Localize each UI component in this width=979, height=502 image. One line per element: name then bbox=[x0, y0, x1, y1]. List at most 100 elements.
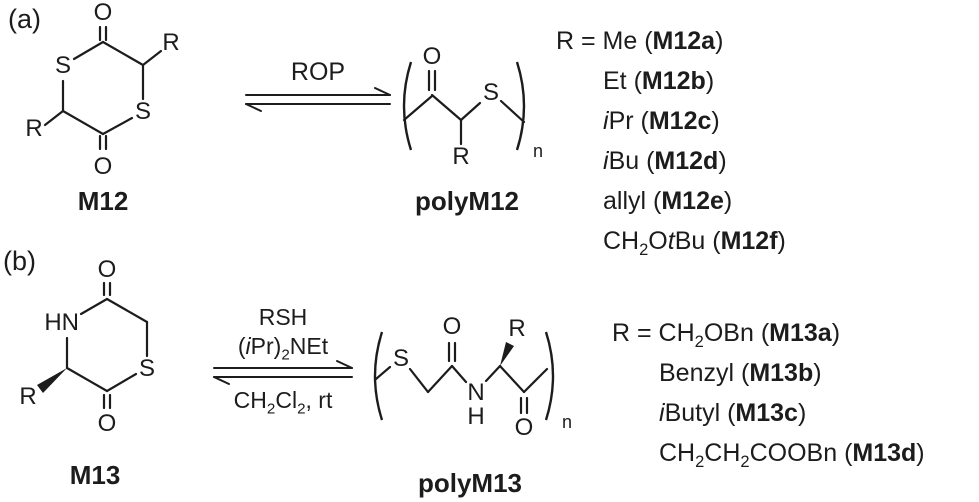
atom-label-o: O bbox=[94, 0, 113, 26]
r-group-item: Benzyl (M13b) bbox=[612, 358, 925, 398]
atom-label-s: S bbox=[135, 98, 151, 125]
r-group-item: iButyl (M13c) bbox=[612, 398, 925, 438]
r-seg: NEt bbox=[289, 333, 329, 359]
r-group-item: R = Me (M12a) bbox=[556, 26, 786, 66]
r-seg: , rt bbox=[305, 387, 333, 413]
compound-code: M12e bbox=[661, 187, 724, 215]
r-sub: 2 bbox=[297, 400, 306, 418]
r-seg: Butyl ( bbox=[664, 399, 736, 427]
r-seg: CH bbox=[603, 227, 640, 255]
bond bbox=[522, 367, 549, 394]
conditions-below-arrow: CH2Cl2, rt bbox=[212, 386, 354, 424]
repeat-bracket-close bbox=[515, 61, 526, 151]
r-seg: Me ( bbox=[602, 27, 653, 55]
compound-code: M12a bbox=[652, 27, 716, 55]
r-seg: ) bbox=[723, 187, 733, 215]
equilibrium-arrows-b bbox=[213, 360, 353, 385]
r-seg: CH bbox=[704, 439, 741, 467]
atom-label-n: N bbox=[467, 379, 484, 406]
r-group-item: iBu (M12d) bbox=[556, 146, 786, 186]
bond bbox=[72, 40, 105, 61]
arrow-head bbox=[374, 87, 391, 96]
substituent-label-r: R bbox=[508, 315, 525, 342]
r-seg: ) bbox=[711, 107, 720, 135]
conditions-above-arrow: RSH (iPr)2NEt bbox=[212, 303, 354, 370]
polym13-structure: S O N H R O n polyM13 bbox=[373, 313, 572, 498]
r-group-item: CH2CH2COOBn (M13d) bbox=[612, 438, 925, 478]
substituent-label-r: R bbox=[19, 383, 36, 410]
r-group-list-b: R = CH2OBn (M13a) Benzyl (M13b) iButyl (… bbox=[612, 318, 925, 478]
bond bbox=[43, 109, 65, 127]
r-sub: 2 bbox=[740, 453, 750, 471]
m12-monomer-structure: S S O O R R M12 bbox=[25, 0, 179, 216]
r-seg: ) bbox=[831, 319, 841, 347]
compound-code: M12d bbox=[654, 147, 719, 175]
substituent-label-r: R bbox=[25, 115, 42, 142]
repeat-subscript-n: n bbox=[562, 412, 572, 432]
reagent-line-base: (iPr)2NEt bbox=[212, 332, 354, 370]
bond bbox=[484, 364, 502, 383]
r-seg: ( bbox=[237, 333, 246, 359]
atom-label-s: S bbox=[393, 345, 409, 372]
substituent-label-r: R bbox=[452, 143, 469, 170]
bond bbox=[374, 365, 392, 381]
r-seg: Et ( bbox=[603, 67, 642, 95]
bond bbox=[450, 364, 468, 384]
compound-code: M13a bbox=[769, 319, 832, 347]
stereo-wedge-bond bbox=[500, 342, 514, 366]
bond bbox=[79, 297, 109, 316]
compound-code: M12c bbox=[648, 107, 712, 135]
r-seg: ) bbox=[718, 147, 727, 175]
r-group-item: iPr (M12c) bbox=[556, 106, 786, 146]
r-sub: 2 bbox=[695, 453, 705, 471]
rop-arrow-label: ROP bbox=[290, 58, 346, 86]
compound-code: M13c bbox=[735, 399, 798, 427]
bond bbox=[402, 94, 434, 122]
r-italic: i bbox=[603, 107, 609, 135]
m13-monomer-structure: HN S O O R M13 bbox=[19, 256, 155, 490]
bond bbox=[105, 297, 149, 324]
bond bbox=[101, 40, 145, 67]
r-group-item: R = CH2OBn (M13a) bbox=[612, 318, 925, 358]
repeat-bracket-open bbox=[373, 331, 384, 421]
atom-label-h: H bbox=[467, 403, 484, 430]
repeat-bracket-close bbox=[544, 331, 555, 421]
atom-label-o: O bbox=[515, 414, 534, 441]
r-seg: ) bbox=[797, 399, 807, 427]
r-seg: ) bbox=[715, 27, 724, 55]
reagent-line-rsh: RSH bbox=[258, 304, 308, 330]
r-prefix: R = bbox=[556, 27, 603, 55]
bond bbox=[430, 93, 463, 122]
atom-label-hn: HN bbox=[44, 309, 79, 336]
bond bbox=[459, 101, 482, 122]
r-group-item: CH2OtBu (M12f) bbox=[556, 226, 786, 266]
bond bbox=[426, 364, 454, 394]
r-group-list-a: R = Me (M12a) Et (M12b) iPr (M12c) iBu (… bbox=[556, 26, 786, 266]
polym12-label: polyM12 bbox=[415, 186, 519, 216]
r-group-item: Et (M12b) bbox=[556, 66, 786, 106]
r-italic: t bbox=[667, 227, 675, 255]
bond bbox=[65, 366, 109, 393]
r-seg: allyl ( bbox=[603, 187, 662, 215]
r-seg: COOBn ( bbox=[749, 439, 853, 467]
r-italic: i bbox=[659, 399, 665, 427]
polym12-structure: O R S n polyM12 bbox=[402, 43, 543, 216]
r-sub: 2 bbox=[281, 346, 290, 364]
substituent-label-r: R bbox=[162, 29, 179, 56]
bond bbox=[141, 49, 163, 67]
atom-label-o: O bbox=[443, 313, 462, 340]
r-sub: 2 bbox=[639, 241, 649, 259]
atom-label-o: O bbox=[423, 43, 442, 70]
r-sub: 2 bbox=[694, 333, 704, 351]
r-seg: CH bbox=[658, 319, 695, 347]
r-seg: Cl bbox=[275, 387, 298, 413]
r-seg: Benzyl ( bbox=[659, 359, 750, 387]
m13-label: M13 bbox=[70, 460, 121, 490]
arrow-head bbox=[245, 103, 262, 112]
r-sub: 2 bbox=[266, 400, 276, 418]
r-seg: CH bbox=[233, 387, 267, 413]
r-seg: CH bbox=[659, 439, 696, 467]
equilibrium-arrows-a bbox=[245, 87, 391, 112]
compound-code: M13b bbox=[749, 359, 814, 387]
